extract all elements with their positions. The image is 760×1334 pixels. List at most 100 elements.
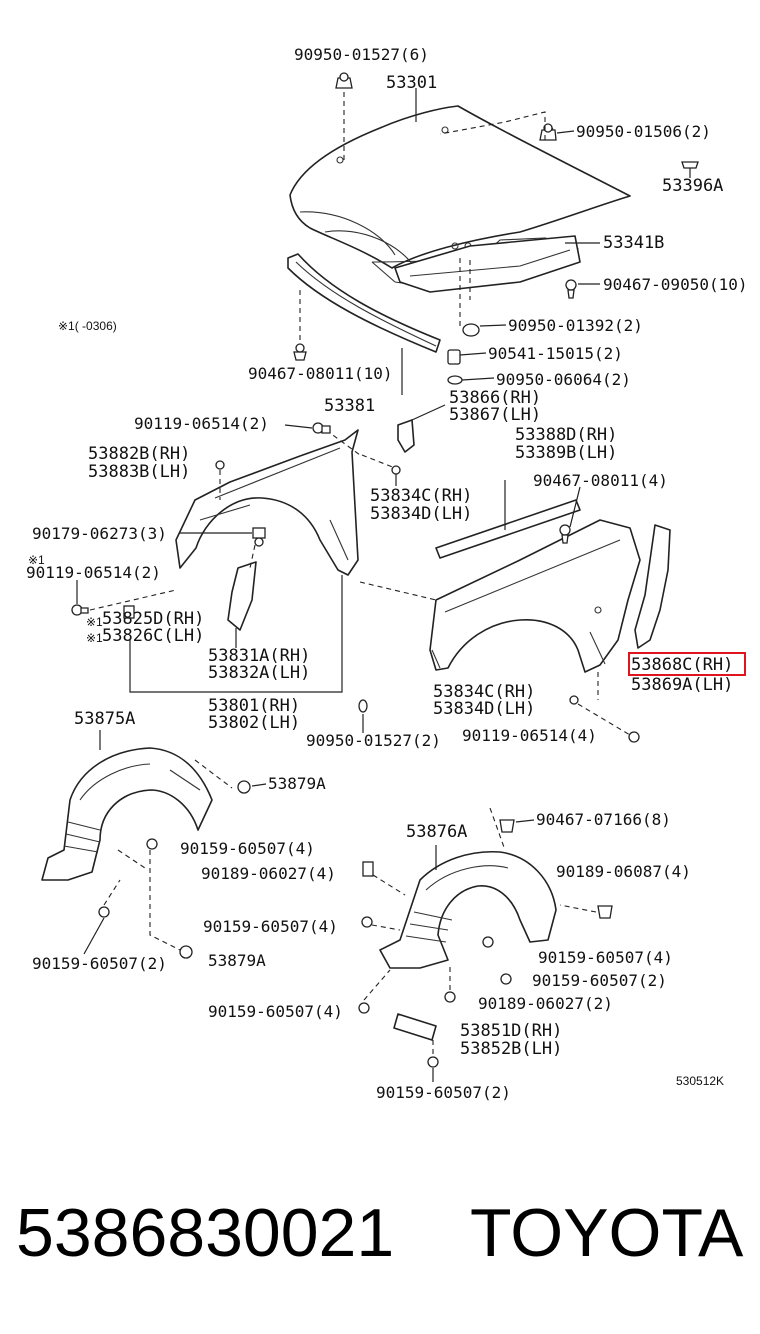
- hood-insulator: [394, 235, 581, 293]
- label-90119-06514-4: 90119-06514(4): [462, 726, 597, 745]
- label-90119-06514-2-top: 90119-06514(2): [134, 414, 269, 433]
- footer-part-number: 5386830021: [16, 1195, 394, 1271]
- label-mark-a: ※1: [28, 553, 45, 567]
- fender-splash-shield: [634, 524, 671, 649]
- label-53834c-rh-mid: 53834C(RH): [433, 682, 535, 702]
- label-90159-60507-4-b: 90159-60507(4): [203, 917, 338, 936]
- label-90541-15015-2: 90541-15015(2): [488, 344, 623, 363]
- fender-rh-bolt-icon: [628, 731, 640, 743]
- label-53876a: 53876A: [406, 822, 467, 842]
- label-53381: 53381: [324, 396, 375, 416]
- label-53882b-rh: 53882B(RH): [88, 444, 190, 464]
- label-53341b: 53341B: [603, 233, 664, 253]
- liner-nut-right-icon: [597, 905, 613, 919]
- label-90159-60507-4-d: 90159-60507(4): [208, 1002, 343, 1021]
- label-53883b-lh: 53883B(LH): [88, 462, 190, 482]
- seal-screw-bottom-icon: [427, 1056, 439, 1068]
- right-front-fender: [429, 519, 641, 673]
- liner-screw-a-icon: [146, 838, 158, 850]
- liner-screw-bottom-icon: [358, 1002, 370, 1014]
- fender-liner-seal-53851: [393, 1013, 437, 1041]
- label-53879a-top: 53879A: [268, 774, 326, 793]
- fender-bolt-left-icon: [71, 604, 89, 616]
- label-53389b-lh: 53389B(LH): [515, 443, 617, 463]
- label-90467-07166-8: 90467-07166(8): [536, 810, 671, 829]
- fender-bolt-hole-icon: [391, 465, 401, 475]
- label-date-range: ※1( -0306): [58, 319, 117, 333]
- label-53834c-rh-top: 53834C(RH): [370, 486, 472, 506]
- label-90159-60507-2-a: 90159-60507(2): [32, 954, 167, 973]
- label-90189-06087-4: 90189-06087(4): [556, 862, 691, 881]
- label-90189-06027-2: 90189-06027(2): [478, 994, 613, 1013]
- label-90950-01527-2: 90950-01527(2): [306, 731, 441, 750]
- fender-seal-53388: [435, 499, 581, 559]
- label-90467-08011-10: 90467-08011(10): [248, 364, 393, 383]
- label-53875a: 53875A: [74, 709, 135, 729]
- label-90467-09050-10: 90467-09050(10): [603, 275, 748, 294]
- fender-rh-bolt-hole-icon: [569, 695, 579, 705]
- liner-nut-left-icon: [362, 861, 374, 877]
- label-90950-06064-2: 90950-06064(2): [496, 370, 631, 389]
- liner-screw-left-icon: [361, 916, 373, 928]
- hood-grommet-icon: [447, 375, 463, 385]
- label-53851d-rh: 53851D(RH): [460, 1021, 562, 1041]
- front-fender-liner-lh: [41, 747, 213, 881]
- left-front-fender: [175, 429, 359, 576]
- label-90467-08011-4: 90467-08011(4): [533, 471, 668, 490]
- label-90950-01527-6: 90950-01527(6): [294, 45, 429, 64]
- label-53834d-lh-top: 53834D(LH): [370, 504, 472, 524]
- hood-bumper-top-icon: [335, 72, 353, 89]
- liner-top-clip-icon: [499, 819, 515, 833]
- fender-liner-clip-icon: [215, 460, 225, 470]
- label-53832a-lh: 53832A(LH): [208, 663, 310, 683]
- label-90159-60507-4-a: 90159-60507(4): [180, 839, 315, 858]
- fender-nut-icon: [252, 527, 266, 547]
- liner-clip-a-icon: [237, 780, 251, 794]
- label-53868c-rh: 53868C(RH): [631, 655, 733, 675]
- fender-bolt-top-icon: [312, 422, 331, 434]
- label-90950-01506-2: 90950-01506(2): [576, 122, 711, 141]
- label-53867-lh: 53867(LH): [449, 405, 541, 425]
- label-53866-rh: 53866(RH): [449, 388, 541, 408]
- liner-screw-right-icon: [482, 936, 494, 948]
- part-labels: 90950-01527(6) 53301 90950-01506(2) 5339…: [26, 45, 748, 1102]
- label-53852b-lh: 53852B(LH): [460, 1039, 562, 1059]
- label-90159-60507-2-c: 90159-60507(2): [376, 1083, 511, 1102]
- label-53388d-rh: 53388D(RH): [515, 425, 617, 445]
- hood-bumper-right-icon: [539, 123, 557, 141]
- label-53831a-rh: 53831A(RH): [208, 646, 310, 666]
- fender-side-clip-icon: [123, 605, 135, 619]
- label-53802-lh: 53802(LH): [208, 713, 300, 733]
- hood-cushion-icon: [462, 323, 480, 337]
- label-53826c-lh: 53826C(LH): [102, 626, 204, 646]
- label-53801-rh: 53801(RH): [208, 696, 300, 716]
- label-90179-06273-3: 90179-06273(3): [32, 524, 167, 543]
- label-90119-06514-2-left: 90119-06514(2): [26, 563, 161, 582]
- label-53834d-lh-mid: 53834D(LH): [433, 699, 535, 719]
- label-53879a-bottom: 53879A: [208, 951, 266, 970]
- fender-bottom-clip-icon: [358, 699, 368, 713]
- hood-screw-icon: [565, 279, 577, 299]
- diagram-id: 530512K: [676, 1074, 724, 1088]
- label-53869a-lh: 53869A(LH): [631, 675, 733, 695]
- label-90189-06027-4: 90189-06027(4): [201, 864, 336, 883]
- hood-hinge-bracket: [397, 419, 415, 453]
- label-90950-01392-2: 90950-01392(2): [508, 316, 643, 335]
- highlight-box: [628, 652, 746, 676]
- fender-bracket-53831: [227, 561, 257, 631]
- label-mark-c: ※1: [86, 631, 103, 645]
- liner-screw-mid-icon: [500, 973, 512, 985]
- front-fender-liner-rh: [379, 850, 557, 969]
- label-53825d-rh: 53825D(RH): [102, 609, 204, 629]
- fender-seal-screw-icon: [559, 524, 571, 544]
- label-90159-60507-4-c: 90159-60507(4): [538, 948, 673, 967]
- label-53301: 53301: [386, 73, 437, 93]
- label-53396a: 53396A: [662, 176, 723, 196]
- hood-rear-seal: [287, 253, 441, 353]
- label-mark-b: ※1: [86, 615, 103, 629]
- hood-stay-clip-icon: [681, 161, 699, 169]
- liner-clip-b-icon: [179, 945, 193, 959]
- seal-clip-icon: [293, 343, 307, 361]
- label-90159-60507-2-b: 90159-60507(2): [532, 971, 667, 990]
